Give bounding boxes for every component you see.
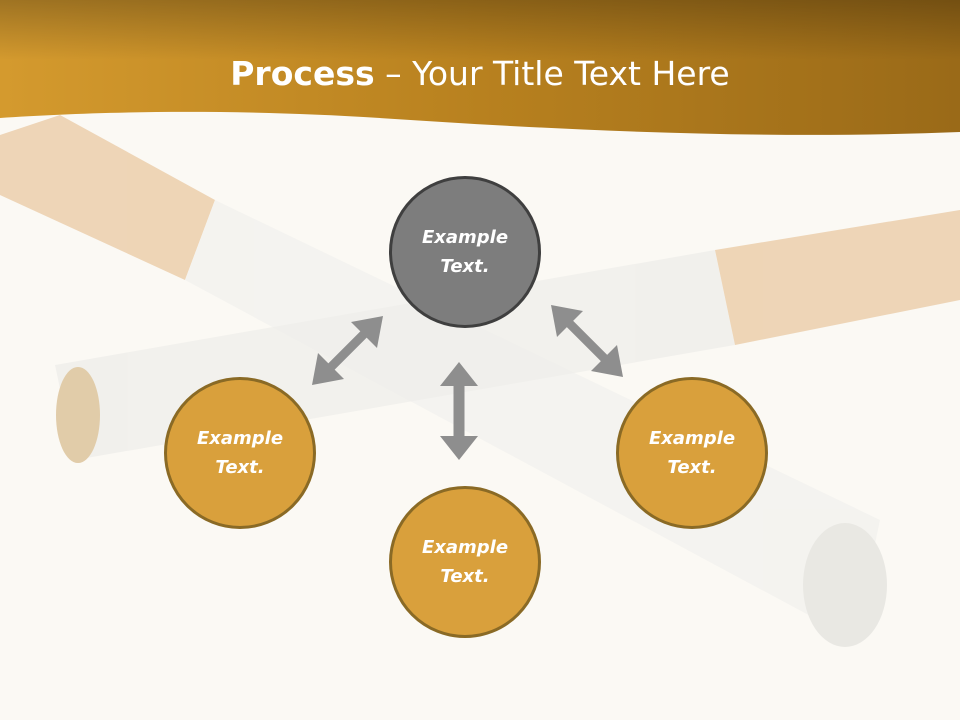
title-bold: Process (230, 54, 375, 93)
arrow-vertical (440, 362, 478, 460)
title-rest: – Your Title Text Here (374, 54, 730, 93)
slide-title: Process – Your Title Text Here (0, 52, 960, 96)
arrow-top-right (551, 305, 623, 377)
arrow-top-left (312, 316, 383, 385)
